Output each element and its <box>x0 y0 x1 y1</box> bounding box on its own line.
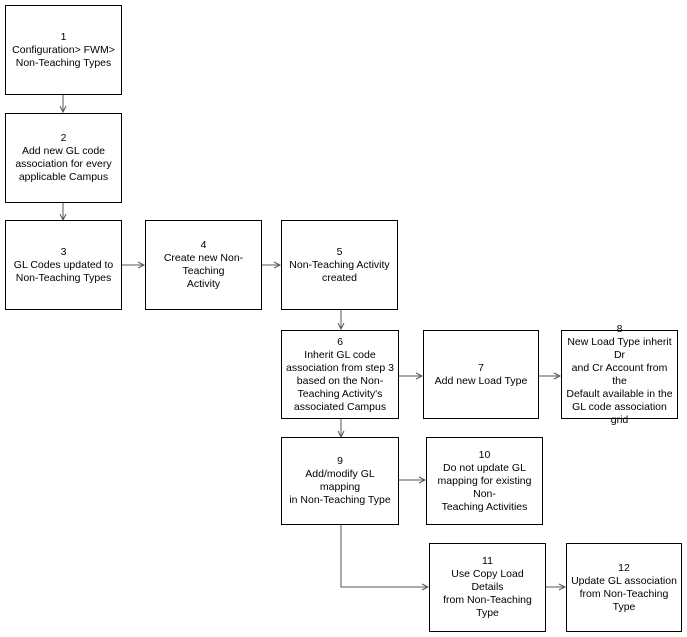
step-3-number: 3 <box>60 245 67 258</box>
step-7-number: 7 <box>478 361 484 374</box>
step-1-number: 1 <box>60 30 67 43</box>
step-6-box: 6 Inherit GL code association from step … <box>281 330 399 419</box>
step-7-box: 7 Add new Load Type <box>423 330 539 419</box>
step-9-number: 9 <box>337 455 343 467</box>
step-8-number: 8 <box>616 322 623 335</box>
step-11-label: Use Copy Load Details from Non-Teaching … <box>443 568 532 619</box>
step-3-label: GL Codes updated to Non-Teaching Types <box>13 258 114 284</box>
step-11-number: 11 <box>482 555 493 567</box>
step-12-number: 12 <box>618 561 630 574</box>
step-8-label: New Load Type inherit Dr and Cr Account … <box>566 335 673 426</box>
step-1-box: 1 Configuration> FWM> Non-Teaching Types <box>5 5 122 95</box>
step-7-label: Add new Load Type <box>434 374 528 387</box>
step-1-label: Configuration> FWM> Non-Teaching Types <box>12 43 115 69</box>
step-4-number: 4 <box>200 239 207 251</box>
step-5-number: 5 <box>336 245 343 258</box>
step-11-box: 11 Use Copy Load Details from Non-Teachi… <box>429 543 546 632</box>
edge-9-to-11 <box>340 525 428 587</box>
step-2-number: 2 <box>60 132 67 144</box>
step-6-number: 6 <box>337 335 343 348</box>
step-10-box: 10 Do not update GL mapping for existing… <box>426 437 543 525</box>
step-3-box: 3 GL Codes updated to Non-Teaching Types <box>5 220 122 310</box>
step-12-box: 12 Update GL association from Non-Teachi… <box>566 543 682 632</box>
step-9-box: 9 Add/modify GL mapping in Non-Teaching … <box>281 437 399 525</box>
step-2-box: 2 Add new GL code association for every … <box>5 113 122 203</box>
step-10-number: 10 <box>478 448 491 461</box>
step-5-box: 5 Non-Teaching Activity created <box>281 220 398 310</box>
step-2-label: Add new GL code association for every ap… <box>15 145 112 183</box>
step-8-box: 8 New Load Type inherit Dr and Cr Accoun… <box>561 323 678 426</box>
step-9-label: Add/modify GL mapping in Non-Teaching Ty… <box>289 468 391 506</box>
step-12-label: Update GL association from Non-Teaching … <box>571 574 677 613</box>
step-6-label: Inherit GL code association from step 3 … <box>286 348 394 413</box>
step-4-label: Create new Non-Teaching Activity <box>163 252 244 290</box>
step-4-box: 4 Create new Non-Teaching Activity <box>145 220 262 310</box>
step-10-label: Do not update GL mapping for existing No… <box>437 461 532 513</box>
step-5-label: Non-Teaching Activity created <box>289 258 390 284</box>
